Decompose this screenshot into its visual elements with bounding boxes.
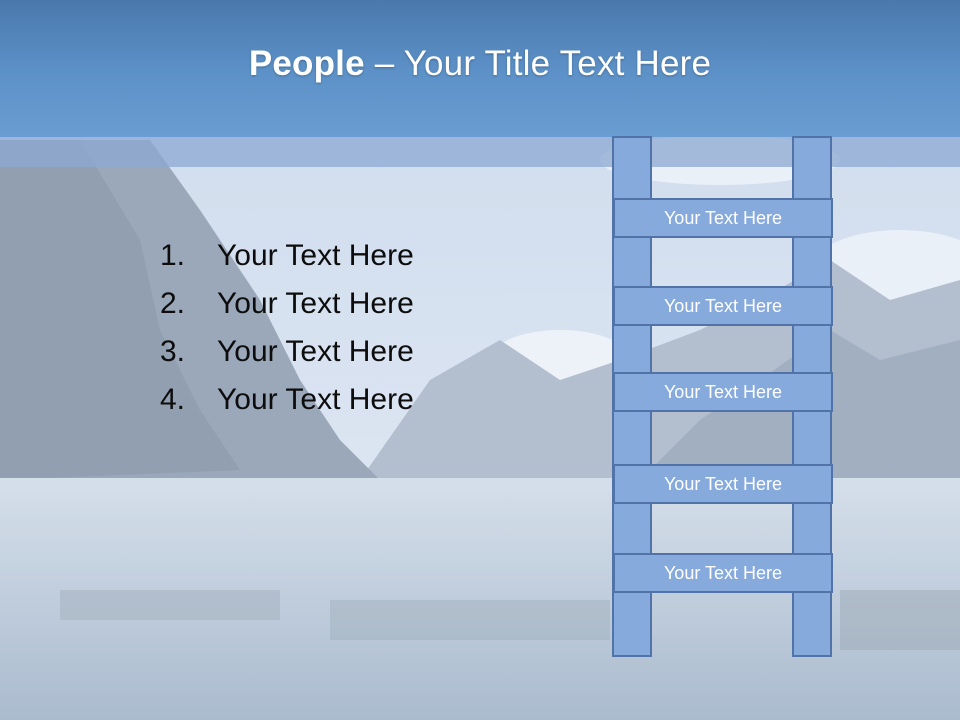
list-item: 1. Your Text Here — [160, 232, 414, 280]
list-item-number: 2. — [160, 287, 186, 320]
ladder-rung-3: Your Text Here — [613, 372, 833, 412]
list-item-number: 1. — [160, 239, 186, 272]
list-item-text: Your Text Here — [217, 383, 414, 416]
title-bar: People – Your Title Text Here — [0, 0, 960, 137]
ladder-rung-1: Your Text Here — [613, 198, 833, 238]
list-item-number: 3. — [160, 335, 186, 368]
ladder-rung-2: Your Text Here — [613, 286, 833, 326]
list-item-text: Your Text Here — [217, 287, 414, 320]
list-item-text: Your Text Here — [217, 335, 414, 368]
list-item: 3. Your Text Here — [160, 328, 414, 376]
ladder-rung-4: Your Text Here — [613, 464, 833, 504]
list-item-number: 4. — [160, 383, 186, 416]
list-item: 2. Your Text Here — [160, 280, 414, 328]
slide-title: People – Your Title Text Here — [249, 44, 711, 84]
title-bold: People — [248, 43, 365, 83]
ladder-rung-5: Your Text Here — [613, 553, 833, 593]
list-item: 4. Your Text Here — [160, 376, 414, 424]
numbered-list: 1. Your Text Here 2. Your Text Here 3. Your… — [160, 232, 414, 424]
title-rest: – Your Title Text Here — [364, 43, 712, 83]
list-item-text: Your Text Here — [217, 239, 414, 272]
